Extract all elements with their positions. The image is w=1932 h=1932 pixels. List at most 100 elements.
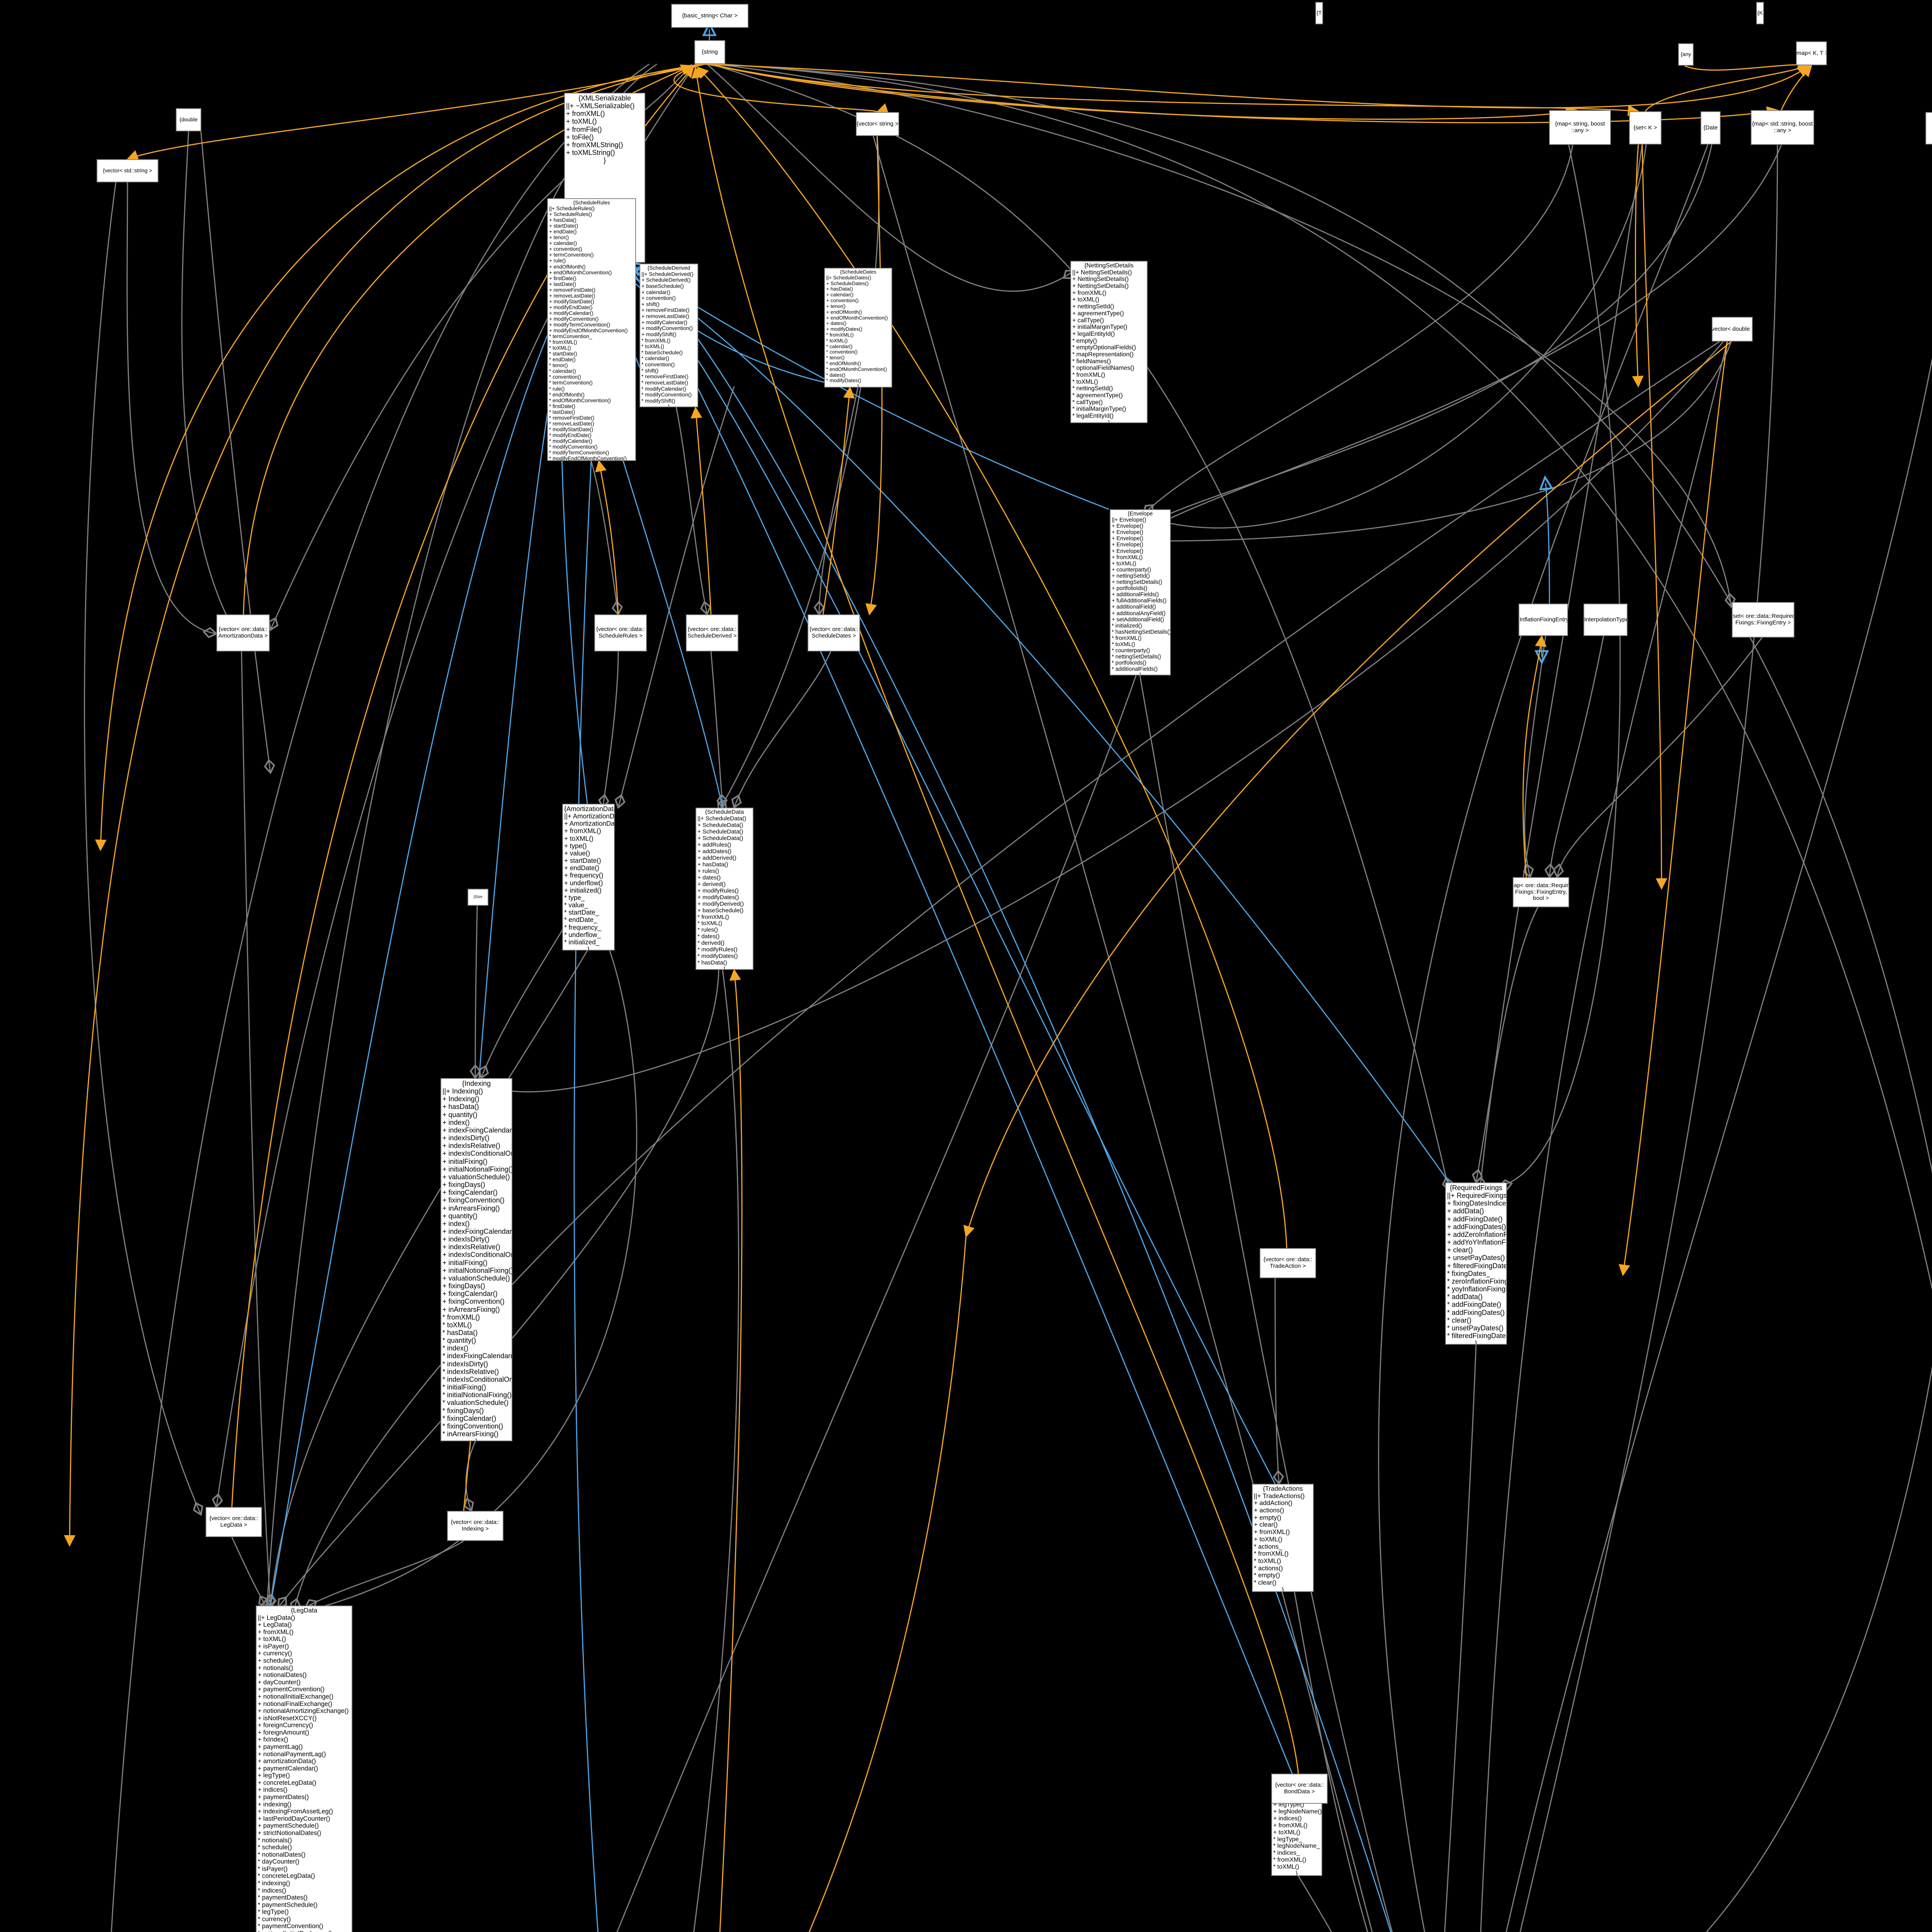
class-node-n_vector_std_string[interactable]: {vector< std::string >||} [97, 159, 158, 182]
template-node-text: {set< K > [1633, 124, 1657, 131]
class-node-title: {ScheduleDates [840, 269, 877, 275]
class-node-tail: } [1475, 1340, 1477, 1345]
template-node-tail: ||} [857, 135, 898, 136]
class-node-n_set_requiredfixings[interactable]: {set< ore::data::Required Fixings::Fixin… [1732, 602, 1794, 638]
template-node-text: {vector< ore::data:: ScheduleDates > [809, 626, 859, 639]
class-node-n_InterpolationType[interactable]: {InterpolationType ||} [1583, 604, 1628, 636]
class-node-title: {ScheduleDerived [647, 265, 690, 271]
template-node-text: {vector< ore::data:: LegData > [209, 1515, 259, 1528]
template-node-tail: ||} [1260, 1277, 1315, 1278]
class-node-n_ScheduleRules[interactable]: {ScheduleRules||+ ScheduleRules() + Sche… [547, 198, 636, 461]
class-node-members: ||+ TradeActions() + addAction() + actio… [1254, 1492, 1305, 1586]
template-node-text: {map< K, T > [1796, 49, 1827, 56]
class-node-members: ||+ ~XMLSerializable() + fromXML() + toX… [566, 102, 635, 157]
class-node-n_Size[interactable]: {Size ||} [468, 889, 488, 906]
template-node-text: {map< ore::data::Required Fixings::Fixin… [1514, 882, 1569, 902]
class-node-n_vector_scheduledates[interactable]: {vector< ore::data:: ScheduleDates >||} [808, 614, 860, 651]
template-node-tail: ||} [1584, 635, 1627, 636]
class-node-title: {LegData [291, 1607, 318, 1614]
class-node-n_Date[interactable]: {Date ||} [1701, 111, 1721, 145]
template-node-text: {Size [473, 895, 483, 900]
template-node-text: {vector< ore::data:: TradeAction > [1263, 1256, 1313, 1269]
class-node-n_vec_trade[interactable]: {vector< ore::data:: TradeAction >||} [1260, 1248, 1316, 1278]
class-node-n_vector_string[interactable]: {vector< string > ||} [856, 112, 899, 136]
template-node-text: {map< std::string, boost ::any > [1752, 121, 1813, 134]
class-node-title: {ScheduleRules [573, 200, 610, 206]
class-node-tail: } [603, 156, 606, 165]
class-node-n_ScheduleDates[interactable]: {ScheduleDates||+ ScheduleDates() + Sche… [824, 268, 892, 388]
template-node-tail: ||} [1926, 143, 1931, 144]
class-node-members: ||+ Envelope() + Envelope() + Envelope()… [1112, 517, 1171, 673]
class-node-title: {RequiredFixings [1449, 1184, 1503, 1192]
template-node-text: {T [1316, 10, 1322, 16]
class-node-tail: } [668, 403, 670, 407]
template-node-tail: ||} [468, 905, 488, 906]
template-node-text: {string [702, 48, 718, 55]
class-node-n_TradeActions[interactable]: {TradeActions||+ TradeActions() + addAct… [1252, 1484, 1314, 1592]
class-node-n_K_1[interactable]: {K||} [1756, 2, 1764, 24]
class-node-title: {XMLSerializable [578, 94, 631, 102]
template-node-text: {vector< ore::data:: ScheduleRules > [596, 626, 645, 639]
class-node-n_ScheduleData[interactable]: {NettingSetDetails||+ NettingSetDetails(… [1070, 261, 1148, 423]
class-node-tail: } [1112, 672, 1169, 675]
template-node-text: {InflationFixingEntry [1519, 616, 1568, 623]
template-node-tail: ||} [1519, 635, 1567, 636]
class-node-members: ||+ RequiredFixings() + fixingDatesIndic… [1447, 1192, 1507, 1340]
class-node-members: ||+ ScheduleData() + ScheduleData() + Sc… [697, 815, 747, 966]
class-node-n_map_string_any[interactable]: {map< string, boost ::any >||} [1549, 110, 1611, 145]
template-node-tail: ||} [1733, 636, 1738, 637]
class-node-n_set_K[interactable]: {set< K > ||} [1629, 111, 1662, 145]
template-node-tail: ||} [1701, 143, 1706, 144]
template-node-text: {basic_string< Char > [682, 12, 738, 19]
template-node-tail: ||} [1630, 143, 1635, 144]
class-node-n_double[interactable]: {double||} [176, 108, 201, 131]
class-node-n_any[interactable]: {any||} [1678, 43, 1694, 66]
class-node-n_string[interactable]: {string||} [694, 40, 725, 64]
class-node-n_vector_quantlib_leg[interactable]: {vector< QuantLib::Leg >||} [1925, 112, 1932, 145]
class-node-n_vector_double[interactable]: {vector< double >||} [1712, 317, 1753, 342]
class-node-members: ||+ LegData() + LegData() + fromXML() + … [258, 1614, 349, 1932]
template-node-text: {vector< ore::data:: AmortizationData > [218, 626, 268, 639]
template-node-text: {Date [1703, 124, 1718, 131]
class-node-n_vec_legdata[interactable]: {vector< ore::data:: LegData >||} [206, 1507, 262, 1537]
class-node-n_map_stdstring_any[interactable]: {map< std::string, boost ::any >||} [1751, 110, 1814, 145]
class-node-tail: } [1108, 419, 1110, 423]
class-node-n_map_ore[interactable]: {map< ore::data::Required Fixings::Fixin… [1513, 877, 1569, 907]
class-node-n_vec_bonddata[interactable]: {vector< ore::data:: BondData >||} [1271, 1774, 1328, 1804]
template-node-text: {vector< QuantLib::Leg > [1926, 113, 1932, 144]
class-node-n_vector_schedulerules[interactable]: {vector< ore::data:: ScheduleRules >||} [594, 614, 647, 651]
class-node-members: ||+ ScheduleDates() + ScheduleDates() + … [826, 274, 888, 384]
class-node-members: ||+ AmortizationData() + AmortizationDat… [564, 813, 615, 946]
template-node-text: {vector< ore::data:: Indexing > [451, 1519, 500, 1532]
template-node-tail: ||} [1752, 144, 1813, 145]
class-node-title: {TradeActions [1263, 1485, 1303, 1492]
class-node-n_T_1[interactable]: {T||} [1315, 2, 1323, 24]
class-node-n_basic_string_char[interactable]: {basic_string< Char >||} [671, 4, 748, 28]
class-node-n_ScheduleDataMid[interactable]: {ScheduleData||+ ScheduleData() + Schedu… [696, 808, 753, 970]
template-node-text: {InterpolationType [1583, 616, 1628, 623]
class-node-n_AmortizationData[interactable]: {AmortizationData||+ AmortizationData() … [562, 804, 615, 951]
template-node-text: {map< string, boost ::any > [1555, 121, 1605, 134]
class-node-n_Envelope[interactable]: {Envelope||+ Envelope() + Envelope() + E… [1110, 509, 1171, 675]
class-node-n_ScheduleDerived[interactable]: {ScheduleDerived||+ ScheduleDerived() + … [639, 264, 698, 407]
class-node-title: {AmortizationData [564, 805, 615, 813]
class-node-n_LegData[interactable]: {LegData||+ LegData() + LegData() + from… [256, 1605, 352, 1932]
class-node-n_vector_schedulederived[interactable]: {vector< ore::data:: ScheduleDerived >||… [686, 614, 738, 651]
class-node-tail: } [723, 966, 726, 970]
template-node-text: {vector< string > [856, 120, 899, 127]
class-node-n_vec_indexing[interactable]: {vector< ore::data:: Indexing >||} [447, 1511, 503, 1541]
template-node-text: {set< ore::data::Required Fixings::Fixin… [1732, 613, 1794, 626]
class-node-title: {NettingSetDetails [1084, 262, 1134, 269]
class-node-tail: } [587, 946, 590, 951]
template-node-tail: ||} [1514, 906, 1568, 907]
template-node-text: {vector< ore::data:: ScheduleDerived > [687, 626, 737, 639]
class-node-n_RequiredFixingsBox[interactable]: {RequiredFixings||+ RequiredFixings() + … [1445, 1182, 1507, 1345]
class-node-n_Indexing[interactable]: {Indexing||+ Indexing() + Indexing() + h… [440, 1078, 512, 1441]
class-node-n_vector_amortization[interactable]: {vector< ore::data:: AmortizationData >|… [216, 614, 270, 651]
class-node-tail: } [1296, 1870, 1298, 1876]
class-node-n_map_K_T[interactable]: {map< K, T >||} [1796, 41, 1827, 65]
class-node-n_InflationFixingEntry[interactable]: {InflationFixingEntry ||} [1519, 604, 1568, 636]
template-node-text: {any [1680, 51, 1691, 58]
class-node-members: ||+ Indexing() + Indexing() + hasData() … [442, 1087, 512, 1438]
